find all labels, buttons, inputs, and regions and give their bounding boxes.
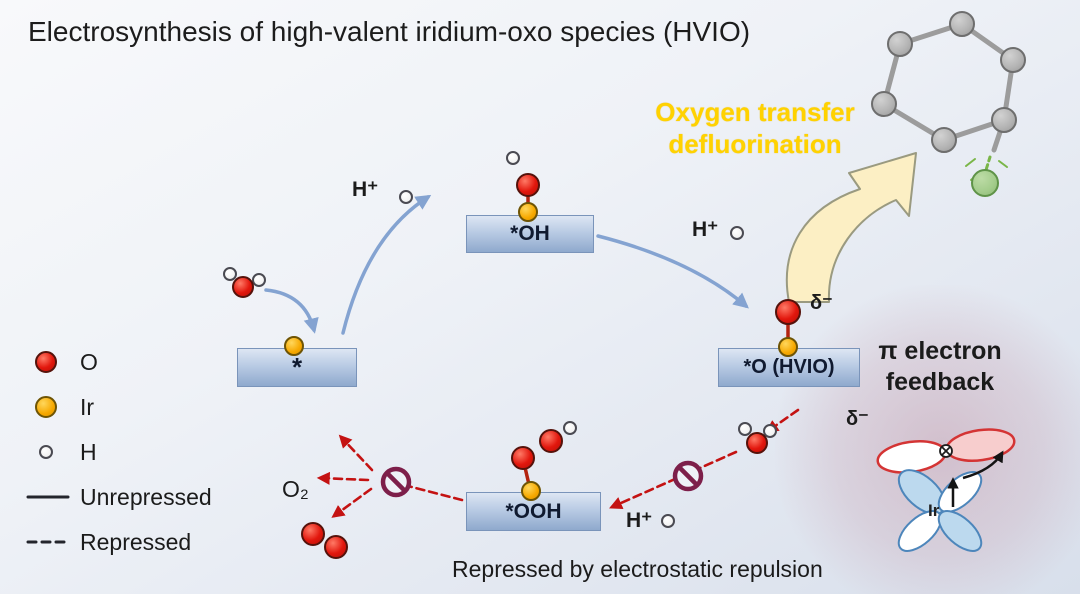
oxygen-atom-o2 <box>301 522 325 546</box>
carbon-atom <box>1000 47 1026 73</box>
oxygen-atom-oh <box>516 173 540 197</box>
oxygen-atom-ooh <box>511 446 535 470</box>
proton-label: H⁺ <box>626 509 653 532</box>
oxygen-atom-hvio <box>775 299 801 325</box>
callout-line1: Oxygen transfer <box>655 97 855 127</box>
arrow-site-to-oh <box>341 194 432 335</box>
arrow-water-to-ooh <box>609 450 738 509</box>
no-symbol-icon <box>672 460 704 492</box>
carbon-atom <box>887 31 913 57</box>
legend-iridium-label: Ir <box>80 394 95 420</box>
callout-oxygen-transfer: Oxygen transfer defluorination <box>625 96 885 160</box>
iridium-atom <box>284 336 304 356</box>
arrow-fan-up <box>338 434 374 472</box>
pi-feedback-line2: feedback <box>885 368 995 396</box>
legend-hydrogen-swatch <box>39 445 53 459</box>
carbon-atom <box>931 127 957 153</box>
iridium-atom <box>521 481 541 501</box>
oxygen-atom-water <box>746 432 768 454</box>
prohibition-signs <box>380 460 704 498</box>
legend-repressed-label: Repressed <box>80 529 192 555</box>
hydrogen-atom <box>738 422 752 436</box>
delta-minus-label: δ⁻ <box>846 408 869 430</box>
carbon-atom <box>949 11 975 37</box>
legend-oxygen-label: O <box>80 349 98 375</box>
oxygen-transfer-arrow <box>785 152 917 303</box>
arrow-fan-down <box>331 487 373 518</box>
arrow-ooh-to-block <box>402 483 464 502</box>
proton-circle <box>399 190 413 204</box>
legend-unrepressed-label: Unrepressed <box>80 484 212 510</box>
oxygen-atom-ooh <box>539 429 563 453</box>
legend-oxygen-swatch <box>35 351 57 373</box>
hydrogen-atom <box>252 273 266 287</box>
arrow-water-to-site <box>264 288 319 334</box>
legend-line-samples <box>26 495 70 544</box>
no-symbol-icon <box>380 466 412 498</box>
callout-line2: defluorination <box>668 129 842 159</box>
oxygen-atom-o2 <box>324 535 348 559</box>
legend-iridium-swatch <box>35 396 57 418</box>
slab-ooh-label: *OOH <box>505 499 562 523</box>
orbital-metal-label: Ir <box>928 501 940 520</box>
feedback-highlight-blob <box>775 285 1080 594</box>
figure-title: Electrosynthesis of high-valent iridium-… <box>28 16 751 47</box>
arrow-fan-left <box>316 471 370 485</box>
hydrogen-atom <box>223 267 237 281</box>
oxygen-gas-label: O₂ <box>282 476 309 502</box>
hydrogen-atom <box>563 421 577 435</box>
repressed-caption: Repressed by electrostatic repulsion <box>452 556 823 582</box>
slab-o-hvio-site: *O (HVIO) <box>718 348 860 387</box>
slab-oh-label: *OH <box>510 222 550 245</box>
fluorine-atom <box>971 169 999 197</box>
pi-feedback-title: π electron feedback <box>840 336 1040 398</box>
proton-label: H⁺ <box>692 218 719 241</box>
proton-circle <box>661 514 675 528</box>
carbon-atom <box>991 107 1017 133</box>
delta-minus-label: δ⁻ <box>810 292 833 314</box>
proton-circle <box>730 226 744 240</box>
hydrogen-atom <box>506 151 520 165</box>
slab-bare-label: * <box>291 352 303 382</box>
oxygen-atom-water <box>232 276 254 298</box>
proton-label: H⁺ <box>352 178 379 201</box>
iridium-atom <box>778 337 798 357</box>
slab-o-hvio-label: *O (HVIO) <box>743 356 835 378</box>
pi-feedback-line1: π electron <box>878 337 1002 365</box>
legend-hydrogen-label: H <box>80 439 97 465</box>
arrow-oh-to-o <box>596 234 749 309</box>
iridium-atom <box>518 202 538 222</box>
